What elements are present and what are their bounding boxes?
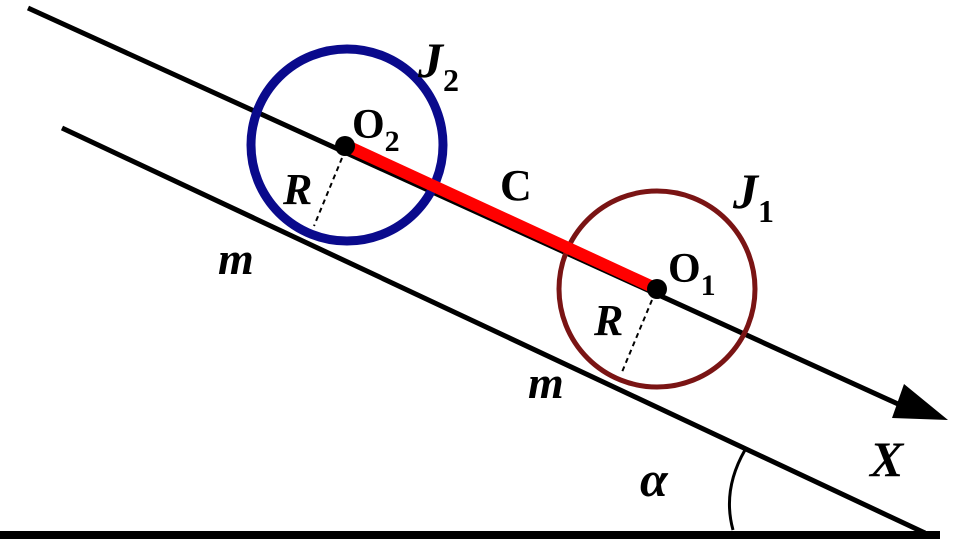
disk-2 xyxy=(246,44,448,246)
connecting-rod-c xyxy=(344,140,660,295)
label-o2: O2 xyxy=(352,102,400,158)
incline-surface xyxy=(60,125,927,536)
label-j2: J2 xyxy=(417,32,459,98)
radius-line-lower xyxy=(621,299,653,373)
radius-line-upper xyxy=(313,157,343,227)
label-o1: O1 xyxy=(668,246,716,302)
label-r-lower: R xyxy=(593,296,623,345)
center-point-o1 xyxy=(647,279,667,299)
x-axis-arrowhead xyxy=(892,384,948,420)
disk-1 xyxy=(556,188,758,390)
label-m-upper: m xyxy=(218,233,254,284)
label-r-upper: R xyxy=(282,165,312,214)
label-x-axis: X xyxy=(868,431,905,487)
label-m-lower: m xyxy=(528,357,564,408)
center-point-o2 xyxy=(335,136,355,156)
label-alpha: α xyxy=(640,451,669,507)
alpha-angle-arc xyxy=(727,449,747,531)
label-c: C xyxy=(500,161,532,210)
label-j1: J1 xyxy=(732,163,774,229)
